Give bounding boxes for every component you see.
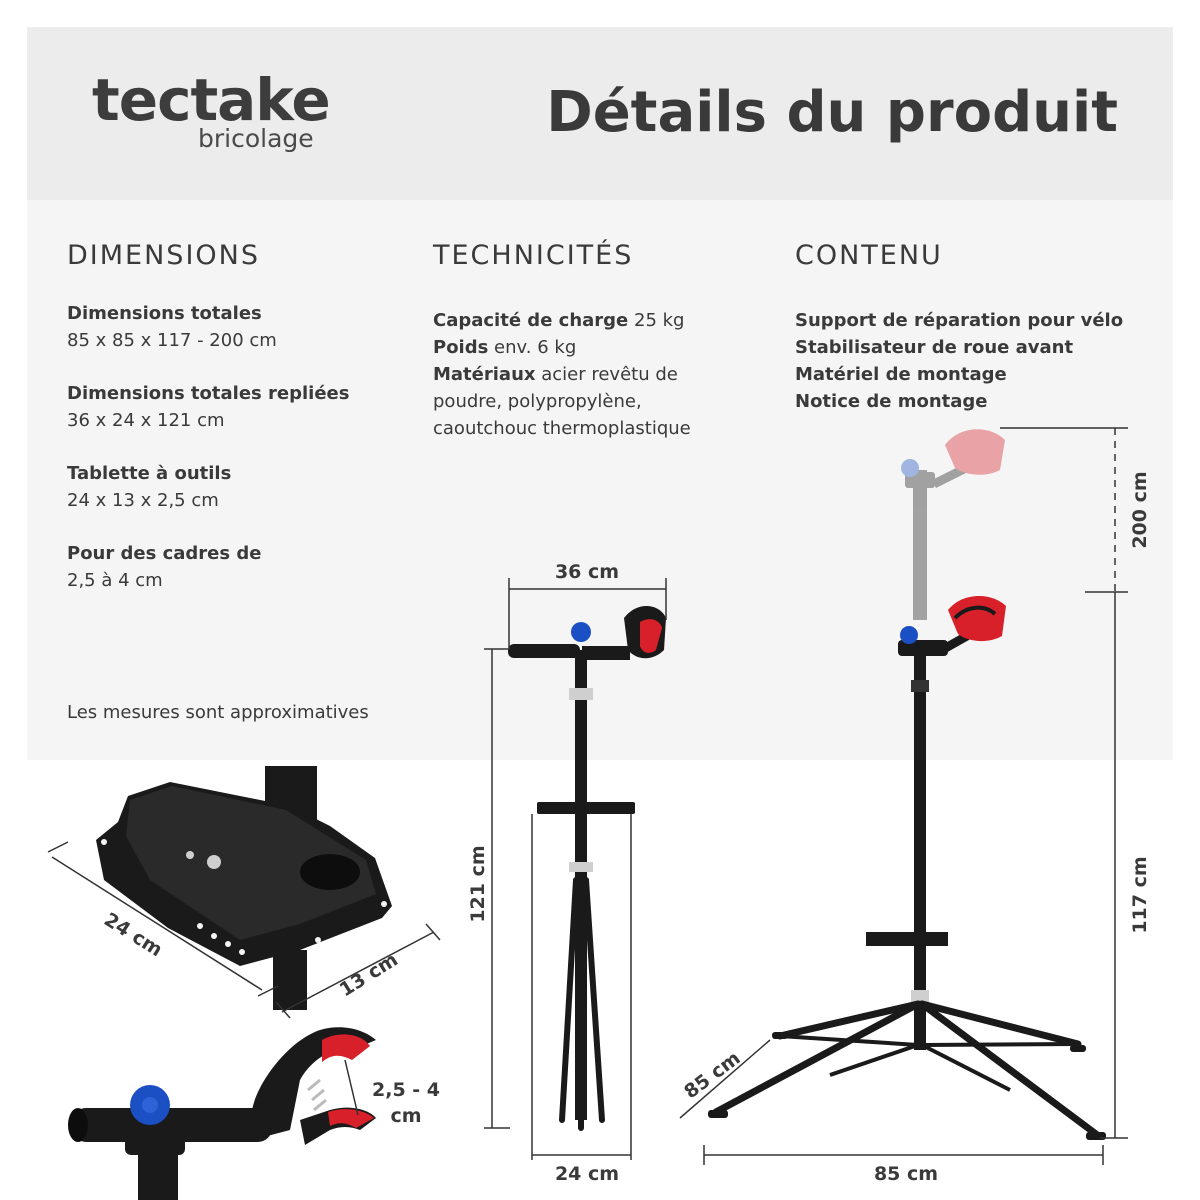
tech-heading: TECHNICITÉS — [433, 240, 634, 271]
dimension-lines-tray — [47, 841, 441, 1019]
stand-extended — [708, 595, 1106, 1140]
tech-line-value: poudre, polypropylène, — [433, 391, 642, 412]
dimensions-item: Dimensions totales 85 x 85 x 117 - 200 c… — [67, 300, 277, 354]
leg-span-label: 85 cm — [680, 1047, 744, 1103]
dimension-lines-stand — [679, 427, 1128, 1165]
stand-folded — [508, 605, 666, 1131]
dimensions-item-value: 2,5 à 4 cm — [67, 570, 163, 591]
tech-line-label: Capacité de charge — [433, 310, 629, 331]
details-panel — [27, 200, 1173, 760]
dimension-lines-folded — [484, 578, 667, 1160]
dimension-lines-clamp — [344, 1059, 359, 1116]
content-list: Support de réparation pour vélo Stabilis… — [795, 307, 1123, 415]
tech-line-label: Poids — [433, 337, 489, 358]
tech-list: Capacité de charge 25 kg Poids env. 6 kg… — [433, 307, 691, 442]
stand-max-label: 200 cm — [1129, 471, 1151, 548]
dimensions-item-label: Dimensions totales repliées — [67, 383, 350, 404]
content-item: Matériel de montage — [795, 364, 1007, 385]
tech-line-value: acier revêtu de — [535, 364, 678, 385]
dimensions-item-label: Dimensions totales — [67, 303, 262, 324]
clamp-range-unit: cm — [390, 1105, 421, 1127]
tech-line-label: Matériaux — [433, 364, 536, 385]
tech-line: poudre, polypropylène, — [433, 388, 691, 415]
content-heading: CONTENU — [795, 240, 943, 271]
dimensions-item-label: Tablette à outils — [67, 463, 232, 484]
tech-line-value: 25 kg — [628, 310, 685, 331]
tech-line-value: caoutchouc thermoplastique — [433, 418, 691, 439]
dimensions-item-label: Pour des cadres de — [67, 543, 262, 564]
tool-tray-closeup — [96, 766, 392, 1010]
content-item: Support de réparation pour vélo — [795, 310, 1124, 331]
folded-height-label: 121 cm — [467, 845, 489, 922]
base-width-label: 85 cm — [874, 1163, 938, 1185]
approximation-note: Les mesures sont approximatives — [67, 702, 369, 723]
dimensions-item-value: 24 x 13 x 2,5 cm — [67, 490, 219, 511]
header-band — [27, 27, 1173, 200]
folded-depth-label: 24 cm — [555, 1163, 619, 1185]
tech-line: Poids env. 6 kg — [433, 334, 691, 361]
folded-width-label: 36 cm — [555, 561, 619, 583]
tech-line: caoutchouc thermoplastique — [433, 415, 691, 442]
content-item: Notice de montage — [795, 391, 988, 412]
stand-extended-ghost — [901, 429, 1005, 620]
content-item: Stabilisateur de roue avant — [795, 337, 1074, 358]
tech-line: Capacité de charge 25 kg — [433, 307, 691, 334]
tray-width-label: 13 cm — [336, 949, 402, 1002]
dimensions-item-value: 36 x 24 x 121 cm — [67, 410, 225, 431]
dimensions-item: Dimensions totales repliées 36 x 24 x 12… — [67, 380, 349, 434]
page-title: Détails du produit — [546, 80, 1118, 145]
brand-subtitle: bricolage — [198, 124, 314, 153]
dimensions-item-value: 85 x 85 x 117 - 200 cm — [67, 330, 277, 351]
dimensions-heading: DIMENSIONS — [67, 240, 260, 271]
tech-line-value: env. 6 kg — [488, 337, 577, 358]
clamp-closeup — [68, 1027, 376, 1200]
dimensions-item: Pour des cadres de 2,5 à 4 cm — [67, 540, 261, 594]
brand-logo: tectake — [92, 66, 331, 134]
clamp-range-label: 2,5 - 4 — [372, 1079, 440, 1101]
dimensions-item: Tablette à outils 24 x 13 x 2,5 cm — [67, 460, 231, 514]
stand-min-label: 117 cm — [1129, 856, 1151, 933]
tech-line: Matériaux acier revêtu de — [433, 361, 691, 388]
